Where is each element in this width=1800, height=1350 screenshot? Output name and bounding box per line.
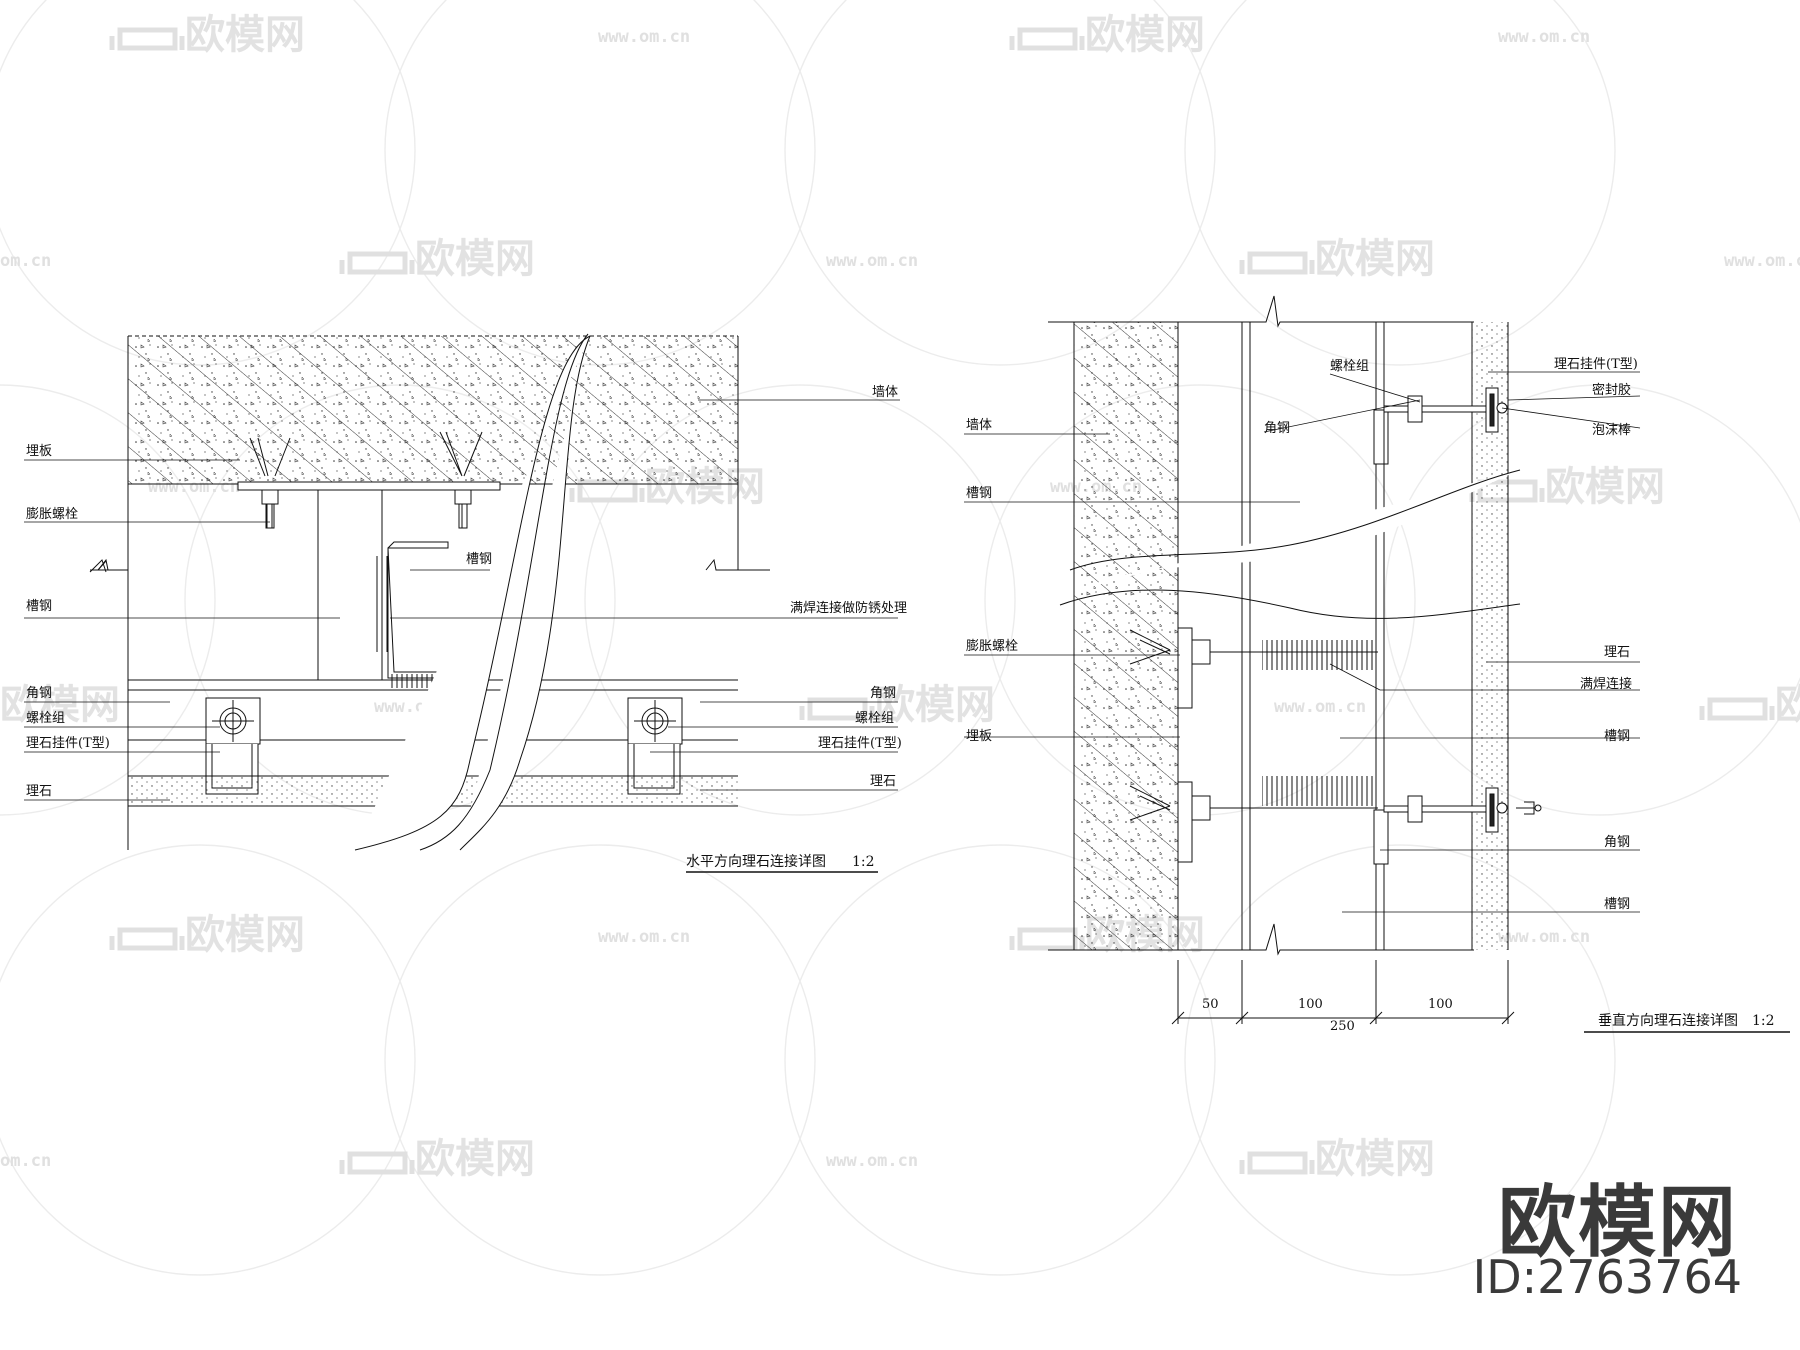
label-embed-plate: 埋板 [26,444,52,459]
watermark-url: www.om.cn [598,27,690,47]
label-weld-note: 满焊连接做防锈处理 [790,600,907,616]
label-channel-bottom: 槽钢 [1604,897,1630,912]
dimension-d3: 100 [1428,997,1453,1012]
label-angle-top: 角钢 [1264,421,1290,436]
watermark-url: www.om.cn [826,1151,918,1171]
watermark-url: om.cn [0,1151,51,1171]
label-channel-center: 槽钢 [466,552,492,567]
label-sealant: 密封胶 [1592,382,1631,398]
watermark-text: 欧模网 [1545,464,1665,510]
dimension-total: 250 [1330,1019,1355,1034]
right-detail-scale: 1:2 [1752,1013,1775,1029]
watermark-text: 欧模网 [185,912,305,958]
label-hanger: 理石挂件(T型) [1554,357,1638,372]
left-detail-title: 水平方向理石连接详图 [686,853,826,870]
label-expansion-bolt: 膨胀螺栓 [966,639,1018,654]
watermark-logo: 欧模网 欧模网 欧模网 欧模网 欧模网 欧模网 欧模网 欧模网 欧模网 欧模网 … [0,12,1800,1182]
watermark-text: 欧模网 [1085,12,1205,58]
expansion-bolts [1129,627,1378,863]
vertical-connection-detail: 墙体 角钢 螺栓组 槽钢 理石挂件(T型) 密封胶 泡沫棒 膨胀螺栓 埋板 理石… [964,295,1790,1034]
label-hanger-right: 理石挂件(T型) [818,736,902,751]
watermark-url: www.om.cn [1498,27,1590,47]
dimension-d2: 100 [1298,997,1323,1012]
watermark-urls: www.om.cn www.om.cn om.cn www.om.cn www.… [0,27,1800,1171]
watermark-text: 欧模网 [875,682,995,728]
watermark-url: www.om.cn [1274,697,1366,717]
label-expansion-bolt: 膨胀螺栓 [26,507,78,522]
label-full-weld: 满焊连接 [1580,676,1632,692]
label-angle-left: 角钢 [26,686,52,701]
watermark-text: 欧模网 [415,1136,535,1182]
label-hanger-left: 理石挂件(T型) [26,736,110,751]
watermark-text: 欧模网 [415,236,535,282]
brand-logo-text: 欧模网 [1497,1178,1738,1268]
label-bolt-group-right: 螺栓组 [855,711,894,726]
watermark-text: 欧模网 [1775,682,1800,728]
watermark-text: 欧模网 [0,682,120,728]
watermark-layer: 欧模网 欧模网 欧模网 欧模网 欧模网 欧模网 欧模网 欧模网 欧模网 欧模网 … [0,0,1800,1276]
label-channel: 槽钢 [966,486,992,501]
label-bolt-group: 螺栓组 [1330,359,1369,374]
watermark-text: 欧模网 [1315,1136,1435,1182]
label-channel-left: 槽钢 [26,599,52,614]
label-channel-mid: 槽钢 [1604,729,1630,744]
label-angle-bottom: 角钢 [1604,835,1630,850]
watermark-url: om.cn [0,251,51,271]
label-marble-left: 理石 [26,784,52,799]
label-embed-plate: 埋板 [966,729,992,744]
label-angle-right: 角钢 [870,686,896,701]
left-detail-scale: 1:2 [852,854,875,870]
horizontal-connection-detail: 墙体 埋板 膨胀螺栓 槽钢 槽钢 满焊连接做防锈处理 角钢 螺栓组 理石挂件(T… [24,333,907,873]
dimension-d1: 50 [1202,997,1219,1012]
watermark-text: 欧模网 [185,12,305,58]
dimension-line [1171,960,1515,1025]
watermark-text: 欧模网 [1315,236,1435,282]
wall-speckle [1074,322,1178,950]
label-marble: 理石 [1604,645,1630,660]
label-foam-rod: 泡沫棒 [1592,423,1631,438]
bottom-bolt-assembly [1373,787,1542,865]
watermark-url: www.om.cn [598,927,690,947]
watermark-sofa-icons [109,27,1775,1175]
label-wall: 墙体 [872,385,898,400]
label-bolt-group-left: 螺栓组 [26,711,65,726]
watermark-url: www.om.cn [1498,927,1590,947]
right-detail-title: 垂直方向理石连接详图 [1598,1012,1738,1029]
label-wall: 墙体 [966,418,992,433]
model-id: ID:2763764 [1472,1250,1742,1304]
watermark-url: www.om.cn [1724,251,1800,271]
top-bolt-assembly [1373,387,1508,465]
watermark-url: www.om.cn [826,251,918,271]
label-marble-right: 理石 [870,774,896,789]
wall-speckle [128,336,738,484]
